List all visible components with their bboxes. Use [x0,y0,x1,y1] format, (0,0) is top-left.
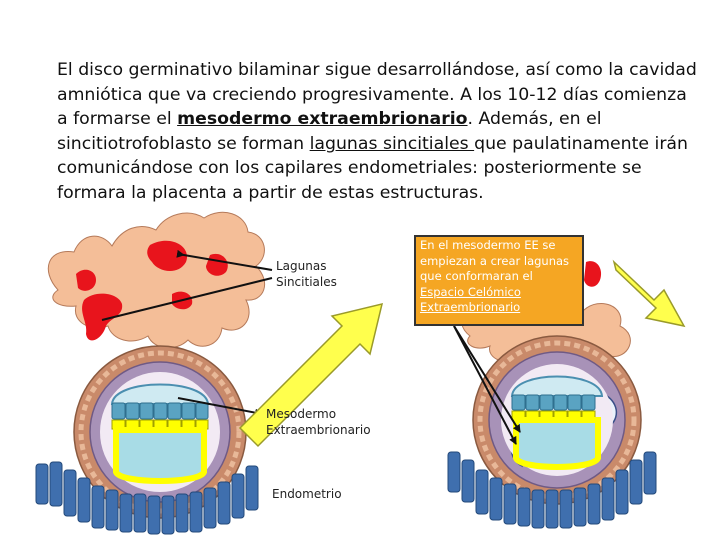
paragraph-text-2: . Además, en el sincitiotrofoblasto se f… [57,109,602,154]
yolk-sac-left [113,427,207,484]
lacuna-right-1 [584,261,602,287]
paragraph-text-3: que paulatinamente irán comunicándose co… [57,133,688,203]
paragraph-text-1: El disco germinativo bilaminar sigue des… [57,60,697,130]
pointer-lagunas-2 [101,277,273,321]
transition-arrow-right [612,259,686,328]
pointer-lagunas-1 [176,249,273,271]
term-lagunas-sincitiales: lagunas sincitiales [309,133,475,154]
label-mesodermo-line1: Mesodermo [266,407,337,421]
pointer-mesodermo [177,397,263,417]
label-endometrio: Endometrio [272,487,342,501]
amniotic-cavity-right [510,375,604,397]
yolk-sac-right [513,417,601,470]
lacuna-4 [82,293,123,341]
callout-text: En el mesodermo EE se empiezan a crear l… [420,238,570,283]
lacuna-3 [76,269,96,291]
label-lagunas-line1: Lagunas [276,259,327,273]
lacuna-1 [147,240,188,272]
callout-term: Espacio Celómico Extraembrionario [420,284,521,315]
main-paragraph: El disco germinativo bilaminar sigue des… [57,58,697,206]
pointer-celomic-1 [453,325,521,433]
endometrium-right [447,451,657,529]
label-mesodermo-line2: Extraembrionario [266,423,371,437]
term-mesodermo-extraembrionario: mesodermo extraembrionario [177,109,468,130]
epiblast-layer-right [511,394,596,411]
callout-box: En el mesodermo EE se empiezan a crear l… [414,235,584,326]
pointer-celomic-2 [453,325,517,445]
epiblast-layer-left [111,402,209,420]
transition-arrow-left [238,302,384,448]
label-lagunas-line2: Sincitiales [276,275,337,289]
endometrium-left [35,461,259,535]
